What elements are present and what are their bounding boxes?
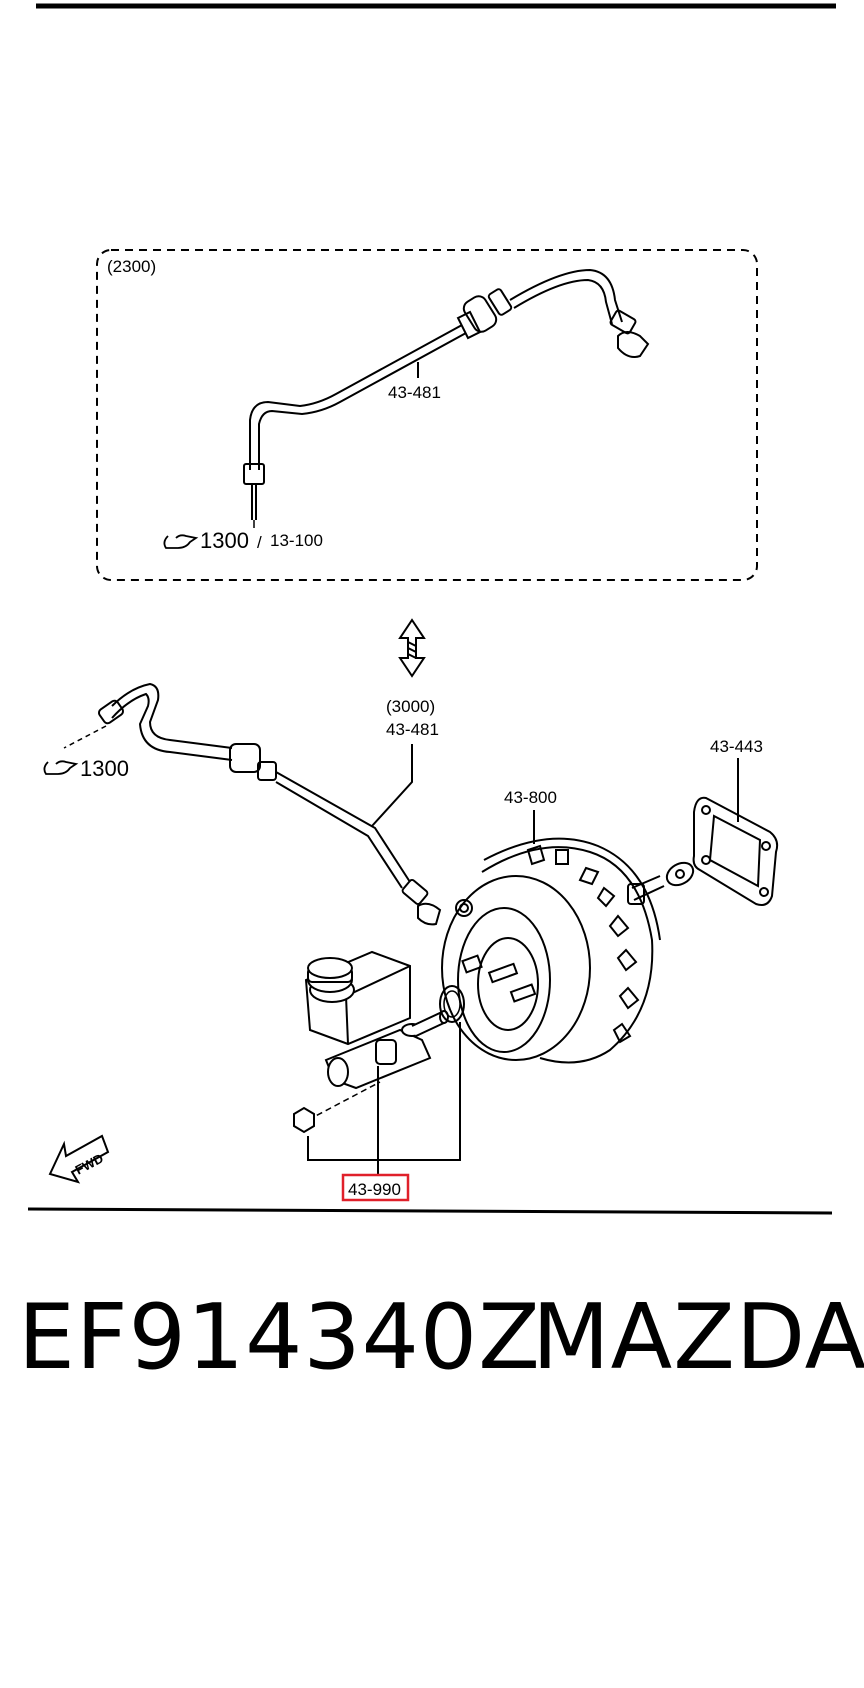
leader-990 (307, 1022, 461, 1174)
part-label-43-443: 43-443 (710, 737, 763, 756)
part-label-43-800: 43-800 (504, 788, 557, 807)
variant-box-2300 (96, 249, 758, 581)
part-label-43-481-a: 43-481 (388, 383, 441, 402)
reference-pointer-icon (163, 534, 199, 549)
variant-code-2300: (2300) (107, 257, 156, 276)
brake-pipe-2300 (243, 268, 650, 520)
parts-diagram: (2300) 43-481 1300 / 13-100 (3000) 43-48… (27, 3, 836, 1215)
ref-arrow-b (63, 725, 107, 749)
booster-gasket (692, 796, 779, 906)
part-label-43-990: 43-990 (348, 1180, 401, 1199)
part-label-43-481-b: 43-481 (386, 720, 439, 739)
part-number: EF914340Z (18, 1285, 541, 1390)
o-ring-inner (443, 990, 461, 1018)
interchange-double-arrow-icon (398, 618, 426, 678)
footer: EF914340Z MAZDA (0, 1268, 864, 1408)
mounting-nut (293, 1106, 315, 1134)
forward-direction-icon (48, 1134, 110, 1184)
brake-booster (441, 837, 695, 1064)
master-cylinder (304, 950, 449, 1090)
brand-name: MAZDA (532, 1285, 864, 1390)
highlight-box-43-990 (341, 1173, 410, 1202)
reference-pointer-icon (43, 760, 79, 775)
variant-code-3000: (3000) (386, 697, 435, 716)
ref-a-main: 1300 (200, 528, 249, 553)
leader-481-b (371, 744, 413, 827)
ref-a-sep: / (257, 533, 262, 552)
nut-dash-line (307, 1081, 381, 1121)
ref-b-main: 1300 (80, 756, 129, 781)
ref-a-sub: 13-100 (270, 531, 323, 550)
bottom-rule (27, 1207, 833, 1215)
brake-pipe-3000 (97, 682, 442, 926)
o-ring (439, 985, 465, 1023)
